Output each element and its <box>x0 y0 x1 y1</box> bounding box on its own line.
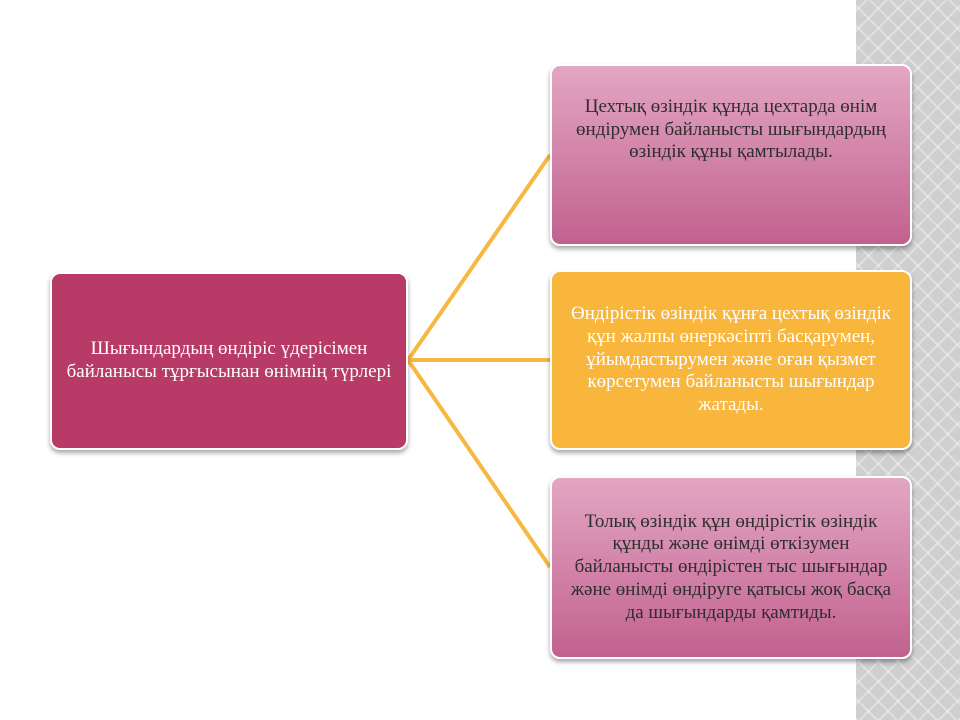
branch-node-top: Цехтық өзіндік құнда цехтарда өнім өндір… <box>550 64 912 246</box>
main-node-text: Шығындардың өндіріс үдерісімен байланысы… <box>66 338 392 382</box>
main-node: Шығындардың өндіріс үдерісімен байланысы… <box>50 272 408 450</box>
branch-node-middle: Өндірістік өзіндік құнға цехтық өзіндік … <box>550 270 912 450</box>
branch-node-middle-text: Өндірістік өзіндік құнға цехтық өзіндік … <box>571 303 891 416</box>
branch-node-bottom: Толық өзіндік құн өндірістік өзіндік құн… <box>550 476 912 659</box>
branch-node-bottom-text: Толық өзіндік құн өндірістік өзіндік құн… <box>570 510 892 623</box>
connector-to-bottom-branch <box>406 358 552 569</box>
connector-to-top-branch <box>406 153 552 362</box>
branch-node-top-text: Цехтық өзіндік құнда цехтарда өнім өндір… <box>576 95 886 163</box>
